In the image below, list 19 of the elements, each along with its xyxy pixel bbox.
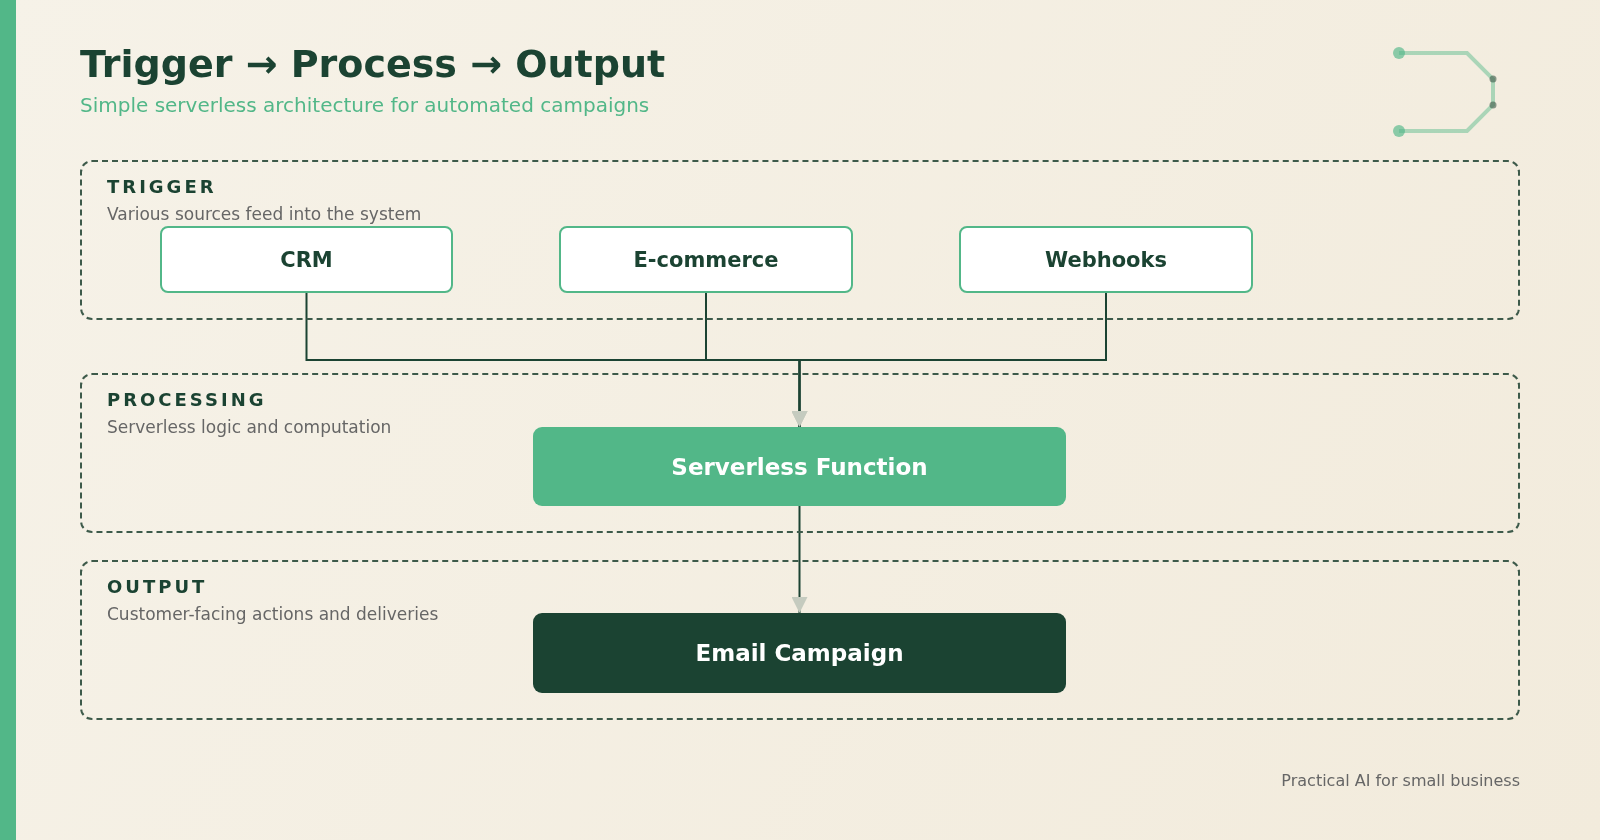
stage-heading: OUTPUT [107, 576, 208, 597]
tagline: Practical AI for small business [1281, 771, 1520, 790]
stage-panel [80, 560, 1520, 720]
stage-description: Serverless logic and computation [107, 417, 392, 437]
title: Trigger → Process → Output [80, 42, 666, 86]
source-box: CRM [160, 226, 453, 293]
process-box: Email Campaign [533, 613, 1066, 693]
stage-heading: PROCESSING [107, 389, 267, 410]
connector-arrow [791, 505, 808, 614]
process-box: Serverless Function [533, 427, 1066, 506]
stage-heading: TRIGGER [107, 176, 217, 197]
stage-description: Customer-facing actions and deliveries [107, 604, 439, 624]
connector-arrow [791, 292, 1107, 428]
source-box: E-commerce [559, 226, 853, 293]
stage-panel [80, 160, 1520, 320]
source-box: Webhooks [959, 226, 1253, 293]
stage-description: Various sources feed into the system [107, 204, 422, 224]
subtitle: Simple serverless architecture for automated campaigns [80, 93, 650, 117]
stage-panel [80, 373, 1520, 533]
